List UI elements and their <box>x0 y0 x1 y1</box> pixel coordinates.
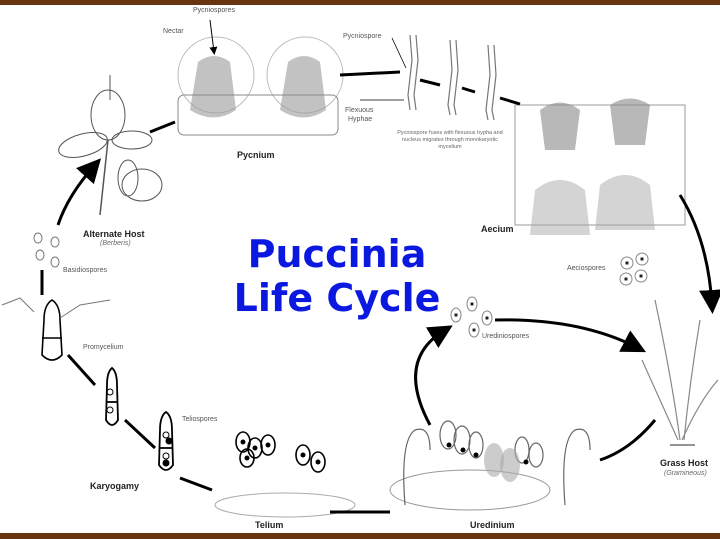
aeciospores-label: Aeciospores <box>567 265 606 272</box>
aecium-illustration <box>514 98 686 235</box>
karyogamy-label: Karyogamy <box>90 481 140 491</box>
top-border-bar <box>0 0 720 5</box>
grass-host-label: Grass Host <box>660 458 709 468</box>
teliospores-label: Teliospores <box>182 416 218 423</box>
alternate-host-label: Alternate Host <box>83 229 145 239</box>
urediniospores-illustration <box>450 296 493 338</box>
alternate-host-sublabel: (Berberis) <box>100 240 131 247</box>
aecium-label: Aecium <box>481 224 514 234</box>
uredinium-label: Uredinium <box>470 520 515 530</box>
diagram-title: Puccinia Life Cycle <box>222 232 452 320</box>
pycniospores-label: Pycniospores <box>193 7 236 14</box>
grass-host-illustration <box>641 299 719 446</box>
basidiospores-illustration <box>33 232 60 268</box>
title-line-2: Life Cycle <box>233 276 441 320</box>
promycelium-illustration <box>1 297 111 361</box>
pycnium-label: Pycnium <box>237 150 275 160</box>
basidiospores-label: Basidiospores <box>63 267 107 274</box>
telium-illustration <box>214 431 356 518</box>
hyphae-label: Hyphae <box>348 116 373 123</box>
promycelium-label: Promycelium <box>83 344 124 351</box>
karyogamy-cells <box>105 366 174 471</box>
cycle-arrows <box>40 70 720 514</box>
pycnium-illustration <box>177 19 344 136</box>
flexuous-label: Flexuous <box>345 107 374 114</box>
bottom-border-bar <box>0 533 720 539</box>
title-line-1: Puccinia <box>247 232 427 276</box>
uredinium-illustration <box>389 420 591 511</box>
grass-host-sublabel: (Gramineous) <box>664 470 707 477</box>
urediniospores-label: Urediniospores <box>482 333 530 340</box>
nectar-label: Nectar <box>163 28 184 35</box>
aeciospores-illustration <box>619 252 649 286</box>
flexuous-hyphae-illustration <box>360 34 497 121</box>
telium-label: Telium <box>255 520 284 530</box>
pycniospore-fusion-note: Pycniospore fuses with flexuous hypha an… <box>397 130 503 150</box>
alternate-host-illustration <box>58 75 163 216</box>
pycniospore-label: Pycniospore <box>343 33 382 40</box>
